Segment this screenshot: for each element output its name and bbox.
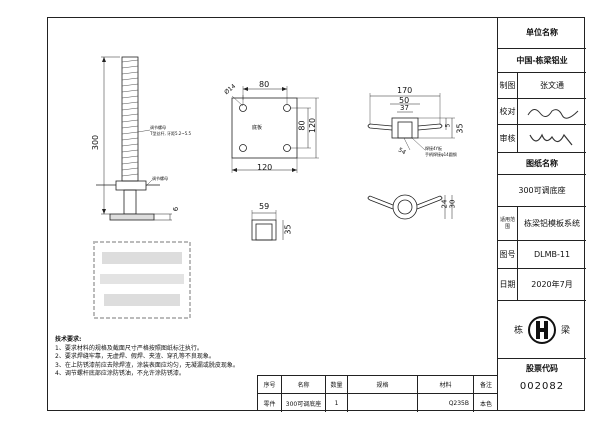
- notes-title: 技术要求:: [55, 336, 82, 343]
- note-item: 1、要求材料的规格及截面尺寸严格按照图纸标注执行。: [55, 344, 203, 352]
- base-plate: [109, 213, 155, 221]
- date-value: 2020年7月: [531, 280, 573, 289]
- dim-24: 24: [440, 199, 449, 209]
- date-label: 日期: [498, 269, 518, 300]
- dim-120-right: 120: [308, 117, 318, 134]
- note-handle-weld: 手柄焊接φ14圆钢: [425, 152, 457, 157]
- logo-right-text: 梁: [561, 326, 571, 336]
- dim-35-handle: 35: [455, 123, 465, 134]
- company-logo-icon: [528, 315, 556, 344]
- dim-59: 59: [259, 202, 270, 211]
- bom-header-spec: 规格: [348, 376, 418, 394]
- logo-left-text: 栋: [513, 326, 523, 336]
- dim-80-top: 80: [259, 80, 270, 89]
- note-item: 3、在上防锈漆前应去除焊渣，涂装表面应均匀，无凝漏或脱皮现象。: [55, 361, 239, 369]
- dim-120-bottom: 120: [257, 163, 273, 172]
- dim-50: 50: [399, 96, 410, 105]
- technical-notes: 技术要求: 1、要求材料的规格及截面尺寸严格按照图纸标注执行。 2、要求焊缝牢靠…: [55, 336, 239, 379]
- stock-code-value: 002082: [519, 380, 565, 392]
- dim-300: 300: [91, 134, 101, 151]
- stock-code-label: 股票代码: [526, 363, 558, 373]
- reviewer-row: 审核: [498, 125, 586, 153]
- scope-value: 栋梁铝模板系统: [524, 219, 580, 228]
- drawing-name-label: 图纸名称: [498, 153, 586, 175]
- note-item: 4、调节螺杆底部应涂防锈油，不允许涂防锈漆。: [55, 370, 185, 378]
- bom-header-qty: 数量: [326, 376, 348, 394]
- drafter-value: 张文通: [540, 81, 564, 90]
- plate-plan-view: [231, 97, 298, 159]
- approval-stamp: [93, 241, 191, 319]
- scope-label: 适用范围: [498, 207, 518, 240]
- drawing-frame: [47, 17, 585, 411]
- dim-6: 6: [172, 206, 181, 212]
- bom-header-name: 名称: [282, 376, 326, 394]
- dim-35-u: 35: [283, 224, 293, 235]
- note-item: 2、要求焊缝牢靠，无虚焊、假焊、夹渣、穿孔等不良现象。: [55, 353, 215, 361]
- title-block: 单位名称 中国-栋梁铝业 制图 张文通 校对 审核 图纸名称 300可调底座 适…: [497, 17, 586, 411]
- bill-of-materials: 序号 名称 数量 规格 材料 备注 零件 300可调底座 1 Q235B 本色: [257, 375, 498, 412]
- reviewer-label: 审核: [498, 125, 518, 152]
- dim-170: 170: [397, 86, 413, 95]
- dim-80-right: 80: [297, 120, 307, 131]
- checker-signature: [518, 99, 586, 124]
- scope-row: 适用范围 栋梁铝模板系统: [498, 207, 586, 241]
- bom-header-material: 材料: [418, 376, 474, 394]
- note-weld-plate: 焊接4Y板: [425, 146, 442, 151]
- org-label: 单位名称: [498, 17, 586, 49]
- bom-cell: 零件: [258, 394, 282, 412]
- logo-row: 栋 梁: [498, 301, 586, 359]
- reviewer-signature: [518, 125, 586, 152]
- note-thread: T型丝杆, 牙距5.2~5.5: [150, 131, 192, 136]
- checker-row: 校对: [498, 99, 586, 125]
- adjust-nut: [115, 180, 147, 191]
- drawing-no-label: 图号: [498, 241, 518, 268]
- checker-signature-image: [527, 108, 579, 119]
- dim-30: 30: [448, 199, 457, 209]
- note-adjust-nut-top: 调节螺母: [150, 125, 166, 130]
- drafter-label: 制图: [498, 73, 518, 98]
- org-value: 中国-栋梁铝业: [498, 49, 586, 73]
- bom-cell: 本色: [479, 400, 492, 408]
- plate-label: 底板: [252, 125, 263, 131]
- date-row: 日期 2020年7月: [498, 269, 586, 301]
- bom-header-remark: 备注: [474, 376, 498, 394]
- drawing-no-row: 图号 DLMB-11: [498, 241, 586, 269]
- bom-header-no: 序号: [258, 376, 282, 394]
- reviewer-signature-image: [529, 133, 573, 145]
- checker-label: 校对: [498, 99, 518, 124]
- handle-nut-front: [391, 117, 419, 139]
- bom-cell: 300可调底座: [282, 394, 326, 412]
- drafter-row: 制图 张文通: [498, 73, 586, 99]
- dim-37: 37: [400, 104, 409, 112]
- drawing-no-value: DLMB-11: [533, 250, 571, 259]
- dim-5: 5: [444, 123, 452, 128]
- handle-nut-top: [392, 194, 418, 220]
- note-adjust-nut: 调节螺母: [152, 176, 168, 181]
- drawing-name-value: 300可调底座: [498, 175, 586, 207]
- bom-cell: [348, 394, 418, 412]
- bom-cell: 1: [326, 394, 348, 412]
- bom-cell: Q235B: [418, 394, 474, 412]
